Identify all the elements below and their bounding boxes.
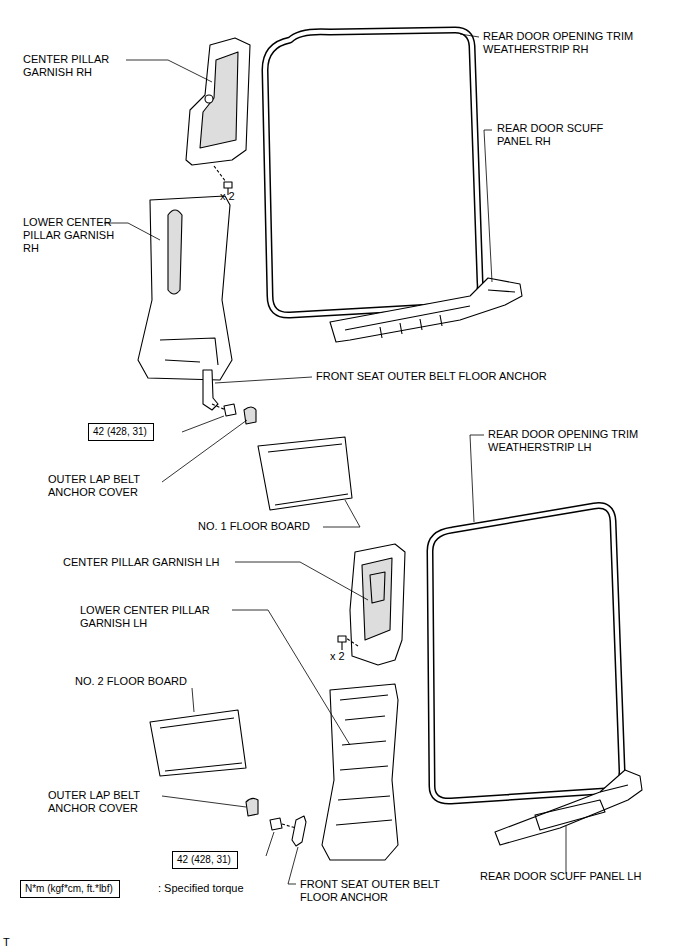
leader-line — [182, 416, 224, 432]
part-name: LOWER CENTER PILLAR GARNISH RH — [23, 216, 123, 255]
leader-line — [126, 60, 212, 82]
anchor-cover — [244, 407, 256, 424]
lower-pillar-detail — [168, 210, 182, 294]
floor-board-detail — [160, 718, 242, 771]
quantity-note: x 2 — [330, 650, 345, 663]
leader-line — [235, 562, 368, 600]
leader-lines — [104, 34, 566, 884]
leader-line — [162, 420, 247, 482]
part-name: OUTER LAP BELT ANCHOR COVER — [48, 789, 160, 815]
part-name: LOWER CENTER PILLAR GARNISH LH — [80, 604, 230, 630]
pillar-garnish — [350, 544, 405, 665]
part-name: REAR DOOR SCUFF PANEL RH — [497, 122, 617, 148]
dash-line — [346, 638, 358, 646]
part-name: CENTER PILLAR GARNISH LH — [63, 556, 219, 569]
leader-line — [484, 130, 492, 282]
torque-box: 42 (428, 31) — [172, 851, 238, 869]
torque-box: 42 (428, 31) — [88, 423, 154, 441]
scuff-panel — [495, 770, 642, 845]
weatherstrip-core — [265, 30, 480, 315]
floor-board-detail — [268, 444, 348, 505]
weatherstrip-outline — [265, 30, 480, 315]
scuff-panel-detail — [345, 290, 515, 338]
leader-line — [566, 826, 567, 874]
dash-line — [214, 166, 226, 182]
unit-legend-box: N*m (kgf*cm, ft.*lbf) — [20, 880, 120, 898]
pillar-garnish — [186, 38, 250, 165]
leader-line — [215, 377, 312, 383]
floor-board — [258, 437, 352, 510]
bolt-symbol — [224, 404, 236, 416]
leader-line — [232, 610, 350, 745]
floor-board — [150, 710, 246, 776]
leader-line — [323, 500, 360, 527]
part-name: REAR DOOR OPENING TRIM WEATHERSTRIP RH — [483, 30, 658, 56]
lower-pillar-detail — [160, 338, 218, 365]
weatherstrip-core — [430, 506, 622, 801]
part-name: FRONT SEAT OUTER BELT FLOOR ANCHOR — [316, 370, 547, 383]
torque-value: 42 (428, 31) — [93, 426, 147, 437]
scuff-panel-detail — [535, 785, 628, 830]
dash-line — [282, 824, 296, 828]
part-name: REAR DOOR OPENING TRIM WEATHERSTRIP LH — [488, 428, 663, 454]
bolt-symbol — [270, 818, 282, 830]
pillar-garnish-detail — [200, 52, 238, 148]
lower-pillar-garnish — [322, 684, 398, 860]
part-name: CENTER PILLAR GARNISH RH — [23, 53, 123, 79]
belt-floor-anchor — [292, 816, 306, 846]
leader-line — [470, 435, 484, 522]
figure-code: T — [3, 936, 10, 949]
part-name: NO. 2 FLOOR BOARD — [75, 675, 187, 688]
weatherstrip-outline — [430, 506, 622, 801]
lower-pillar-garnish — [138, 196, 232, 380]
lower-pillar-detail — [336, 695, 392, 825]
clip-symbol — [338, 636, 346, 650]
quantity-note: x 2 — [220, 190, 235, 203]
torque-value: N*m (kgf*cm, ft.*lbf) — [25, 883, 113, 894]
pillar-garnish-detail — [370, 572, 385, 603]
anchor-cover — [246, 798, 258, 816]
belt-floor-anchor — [203, 370, 218, 410]
legend-note: : Specified torque — [158, 882, 244, 895]
part-name: FRONT SEAT OUTER BELT FLOOR ANCHOR — [300, 878, 460, 904]
torque-value: 42 (428, 31) — [177, 854, 231, 865]
part-name: OUTER LAP BELT ANCHOR COVER — [48, 473, 160, 499]
belt-slot — [205, 95, 213, 103]
leader-line — [266, 832, 274, 856]
part-name: REAR DOOR SCUFF PANEL LH — [480, 870, 641, 883]
part-name: NO. 1 FLOOR BOARD — [198, 520, 310, 533]
leader-line — [162, 796, 246, 807]
leader-line — [288, 847, 298, 884]
scuff-panel — [330, 278, 522, 342]
leader-line — [460, 34, 479, 37]
leader-line — [192, 688, 194, 712]
